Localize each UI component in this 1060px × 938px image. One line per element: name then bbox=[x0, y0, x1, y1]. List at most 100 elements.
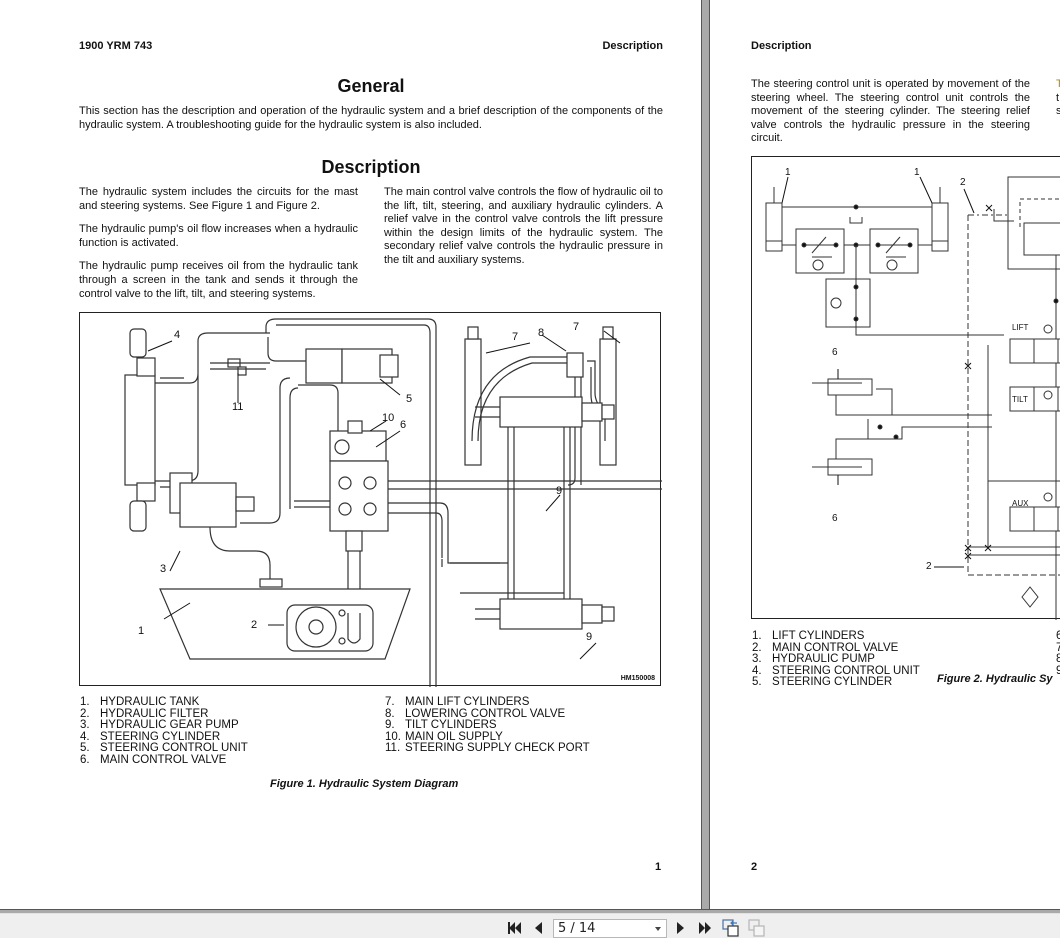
horizontal-scrollbar[interactable] bbox=[0, 910, 1060, 914]
figure-1-caption: Figure 1. Hydraulic System Diagram bbox=[270, 778, 459, 790]
two-page-view-icon bbox=[748, 919, 765, 937]
figure-id-code: HM150008 bbox=[620, 675, 655, 682]
last-page-button[interactable] bbox=[697, 920, 713, 936]
next-page-button[interactable] bbox=[675, 920, 687, 936]
callout-6: 6 bbox=[832, 347, 838, 358]
valve-label-tilt: TILT bbox=[1012, 395, 1028, 404]
steering-intro-text: The steering control unit is operated by… bbox=[751, 78, 1030, 145]
callout-5: 5 bbox=[406, 393, 413, 405]
legend-item: 11.STEERING SUPPLY CHECK PORT bbox=[385, 742, 590, 755]
callout-6: 6 bbox=[400, 419, 407, 431]
chevron-down-icon bbox=[655, 927, 661, 931]
description-paragraph: The hydraulic pump receives oil from the… bbox=[79, 260, 358, 300]
figure-2-legend-left: 1.LIFT CYLINDERS 2.MAIN CONTROL VALVE 3.… bbox=[752, 630, 920, 689]
callout-9: 9 bbox=[586, 631, 593, 643]
hydraulic-schematic bbox=[765, 176, 1060, 620]
legend-item: 4.STEERING CYLINDER bbox=[80, 730, 221, 743]
legend-item: 2.MAIN CONTROL VALVE bbox=[752, 641, 899, 654]
figure-1-legend-left: 1.HYDRAULIC TANK 2.HYDRAULIC FILTER 3.HY… bbox=[80, 696, 248, 767]
legend-item: 9.TILT CYLINDERS bbox=[385, 719, 497, 732]
hydraulic-filter bbox=[286, 604, 374, 652]
hydraulic-system-illustration bbox=[124, 318, 662, 687]
figure-2-caption: Figure 2. Hydraulic Sy bbox=[937, 673, 1053, 685]
figure-1-hydraulic-diagram: 4 11 5 10 6 7 8 7 9 9 3 1 2 HM150008 bbox=[79, 312, 662, 687]
page-1: 1900 YRM 743 Description General This se… bbox=[0, 0, 701, 909]
lowering-control-valve bbox=[566, 352, 584, 378]
first-page-button[interactable] bbox=[507, 920, 523, 936]
page-number: 2 bbox=[751, 861, 758, 873]
heading-description: Description bbox=[321, 157, 421, 177]
page-header-doc-id: 1900 YRM 743 bbox=[79, 40, 153, 52]
tilt-valve-section bbox=[1009, 386, 1060, 412]
description-right-column: The main control valve controls the flow… bbox=[384, 186, 663, 278]
first-page-icon bbox=[508, 922, 521, 934]
figure-2-hydraulic-schematic: 1 1 2 6 6 2 LIFT TILT AUX bbox=[751, 156, 1060, 620]
callout-7: 7 bbox=[512, 331, 519, 343]
legend-item: 7.MAIN LIFT CYLINDERS bbox=[385, 696, 530, 708]
document-viewport[interactable]: 1900 YRM 743 Description General This se… bbox=[0, 0, 1060, 909]
valve-label-aux: AUX bbox=[1012, 499, 1029, 508]
callout-7: 7 bbox=[573, 321, 580, 333]
last-page-icon bbox=[699, 922, 711, 934]
callout-2: 2 bbox=[960, 177, 966, 188]
callout-9: 9 bbox=[556, 485, 563, 497]
legend-item: 4.STEERING CONTROL UNIT bbox=[752, 664, 920, 677]
callout-3: 3 bbox=[160, 563, 167, 575]
gear-pump-body bbox=[179, 482, 237, 528]
lift-valve-section bbox=[1009, 338, 1060, 364]
valve-label-lift: LIFT bbox=[1012, 323, 1029, 332]
legend-item: 10.MAIN OIL SUPPLY bbox=[385, 730, 503, 743]
cut-off-column: T t s bbox=[1056, 78, 1060, 118]
legend-item: 5.STEERING CONTROL UNIT bbox=[80, 742, 248, 755]
lift-cylinder-left bbox=[765, 202, 783, 252]
legend-item: 1.HYDRAULIC TANK bbox=[80, 696, 200, 708]
main-lift-cylinder-right bbox=[599, 338, 617, 466]
next-page-icon bbox=[677, 922, 684, 934]
page-gutter bbox=[701, 0, 710, 909]
steering-cylinder-body bbox=[124, 374, 156, 486]
legend-item: 5.STEERING CYLINDER bbox=[752, 676, 893, 689]
previous-page-button[interactable] bbox=[532, 920, 544, 936]
legend-item: 8.LOWERING CONTROL VALVE bbox=[385, 707, 566, 720]
callout-11: 11 bbox=[232, 401, 244, 413]
lift-cylinder-right bbox=[931, 202, 949, 252]
callout-1: 1 bbox=[785, 167, 791, 178]
tilt-cylinder-top bbox=[499, 396, 583, 428]
figure-1-legend-right: 7.MAIN LIFT CYLINDERS 8.LOWERING CONTROL… bbox=[385, 696, 590, 755]
legend-item: 3.HYDRAULIC PUMP bbox=[752, 653, 875, 666]
callout-10: 10 bbox=[382, 412, 395, 424]
legend-item: 1.LIFT CYLINDERS bbox=[752, 630, 865, 642]
description-paragraph: The main control valve controls the flow… bbox=[384, 186, 663, 266]
description-paragraph: The hydraulic pump's oil flow increases … bbox=[79, 223, 358, 249]
callout-1: 1 bbox=[138, 625, 145, 637]
single-page-view-icon bbox=[722, 919, 739, 937]
main-control-valve-body bbox=[329, 460, 389, 532]
page-header-section: Description bbox=[602, 40, 663, 52]
heading-general: General bbox=[337, 76, 405, 96]
legend-item: 2.HYDRAULIC FILTER bbox=[80, 707, 209, 720]
page-indicator: 5 / 14 bbox=[558, 921, 596, 936]
previous-page-icon bbox=[535, 922, 542, 934]
callout-4: 4 bbox=[174, 329, 181, 341]
description-paragraph: The hydraulic system includes the circui… bbox=[79, 186, 358, 212]
callout-2: 2 bbox=[251, 619, 258, 631]
page-header-section: Description bbox=[751, 40, 812, 52]
description-left-column: The hydraulic system includes the circui… bbox=[79, 186, 358, 311]
callout-2: 2 bbox=[926, 561, 932, 572]
tilt-cylinder-bottom bbox=[499, 598, 583, 630]
aux-valve-section bbox=[1009, 506, 1060, 532]
callout-1: 1 bbox=[914, 167, 920, 178]
callout-8: 8 bbox=[538, 327, 545, 339]
steering-cylinder-eye-top bbox=[129, 328, 147, 358]
figure-2-legend-right-cut: 6 7 8 9 bbox=[1056, 630, 1060, 677]
two-page-view-button[interactable] bbox=[748, 919, 766, 937]
general-text: This section has the description and ope… bbox=[79, 105, 663, 131]
legend-item: 6.MAIN CONTROL VALVE bbox=[80, 753, 227, 766]
single-page-view-button[interactable] bbox=[722, 919, 740, 937]
page-number: 1 bbox=[655, 861, 662, 873]
page-number-select[interactable]: 5 / 14 bbox=[553, 919, 667, 938]
legend-item: 3.HYDRAULIC GEAR PUMP bbox=[80, 719, 239, 732]
navigation-toolbar: 5 / 14 bbox=[0, 909, 1060, 938]
steering-cylinder-top bbox=[827, 378, 873, 396]
callout-6: 6 bbox=[832, 513, 838, 524]
